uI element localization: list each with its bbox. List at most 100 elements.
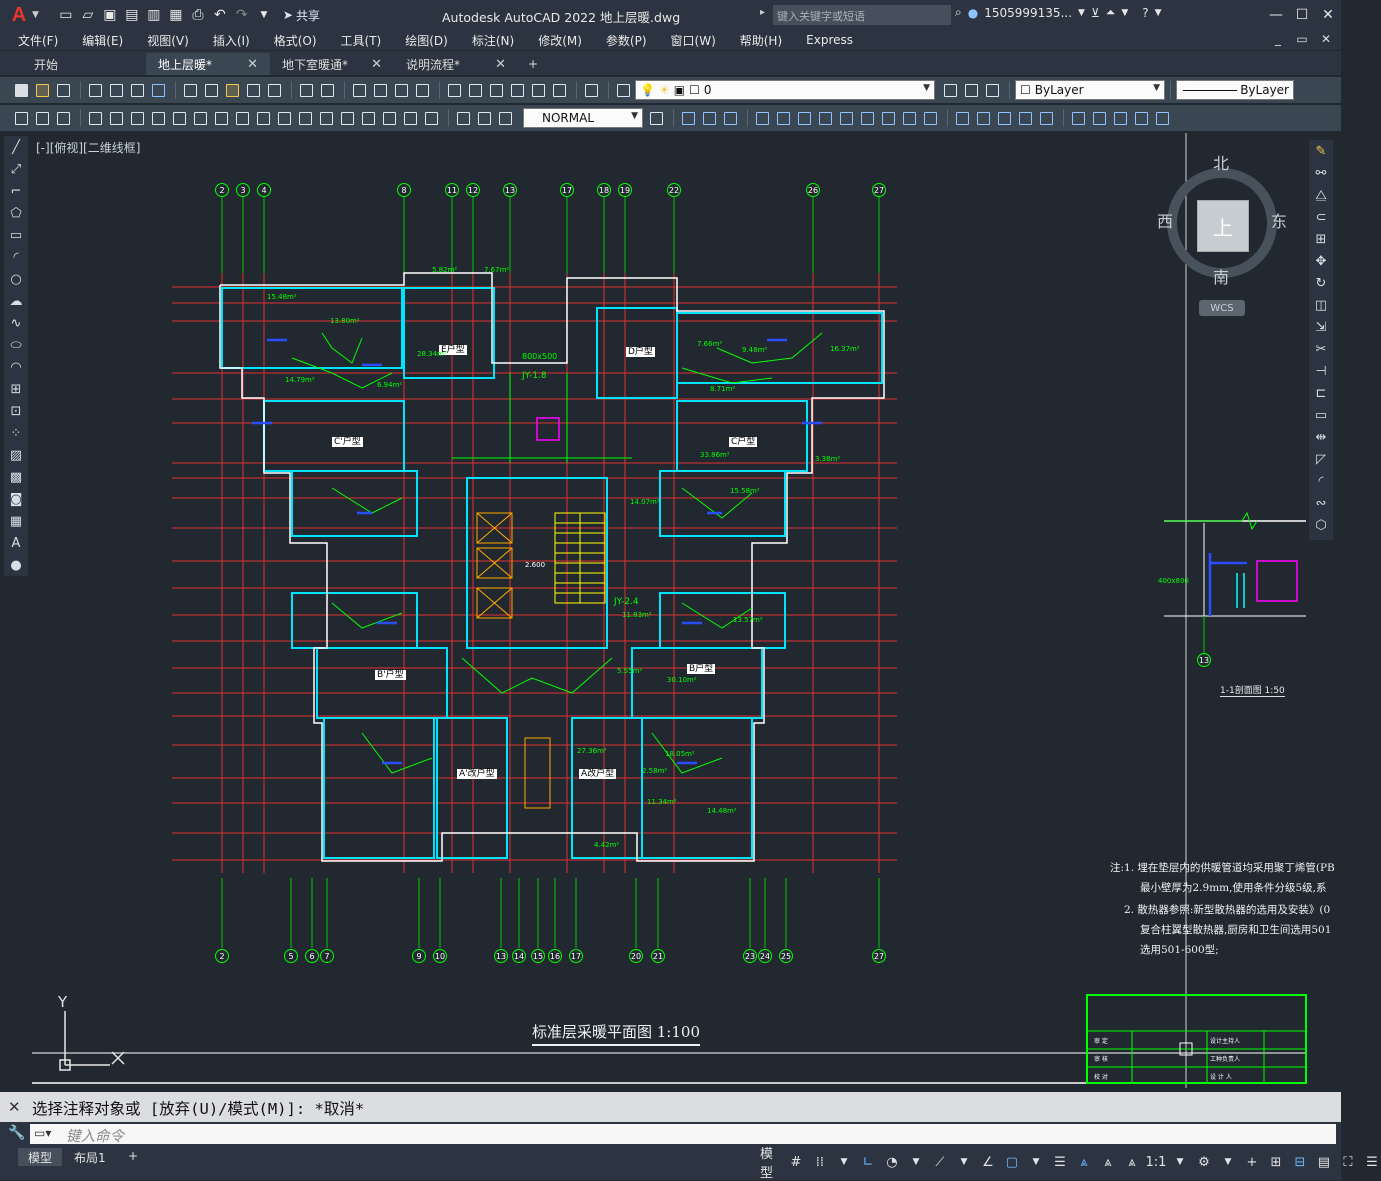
redo-icon[interactable] (318, 81, 337, 100)
dimension-style-icon[interactable] (647, 109, 666, 128)
hatch-icon[interactable]: ▨ (9, 447, 23, 463)
tab-ground-heating[interactable]: 地上层暖*✕ (146, 53, 270, 75)
menu-help[interactable]: 帮助(H) (739, 33, 783, 48)
line-icon[interactable]: ╱ (12, 139, 20, 155)
break-at-point-icon[interactable]: ⊏ (1315, 385, 1327, 401)
sheet-set-icon[interactable] (508, 81, 527, 100)
layer-properties-icon[interactable] (614, 81, 633, 100)
user-chevron-icon[interactable]: ▼ (1078, 7, 1085, 18)
group-edit-icon[interactable] (1111, 109, 1130, 128)
grid-icon[interactable]: # (790, 1154, 802, 1170)
search-icon[interactable]: ⌕ (955, 5, 962, 19)
wcs-menu[interactable]: WCS (1199, 300, 1245, 316)
inspection-icon[interactable] (401, 109, 420, 128)
open-web-icon[interactable]: ▥ (147, 7, 161, 23)
polygon-icon[interactable]: ⬠ (10, 205, 22, 221)
trim-icon[interactable]: ✂ (1315, 341, 1327, 357)
object-snap-icon[interactable]: ▢ (1005, 1154, 1019, 1170)
angular-dimension-icon[interactable] (233, 109, 252, 128)
rotate-icon[interactable]: ↻ (1315, 275, 1327, 291)
viewcube[interactable]: 北 南 西 东 上 WCS (1157, 148, 1287, 318)
move-icon[interactable]: ✥ (1315, 253, 1327, 269)
insert-block-icon[interactable]: ⊞ (10, 381, 22, 397)
customize-status-icon[interactable]: ☰ (1366, 1154, 1378, 1170)
menu-format[interactable]: 格式(O) (273, 33, 317, 48)
make-block-icon[interactable]: ⊡ (10, 403, 22, 419)
units-icon[interactable]: ⊞ (1270, 1154, 1282, 1170)
fullscreen-icon[interactable]: ⛶ (1343, 1154, 1353, 1170)
layer-dropdown[interactable]: 💡 ☀ ▣ ☐ 0 ▼ (635, 80, 935, 100)
tool-palettes-icon[interactable] (487, 81, 506, 100)
arc-icon[interactable]: ◜ (13, 249, 19, 265)
tolerance-icon[interactable] (359, 109, 378, 128)
a360-chevron-icon[interactable]: ▼ (1121, 7, 1129, 18)
redo-icon[interactable]: ↷ (236, 7, 248, 23)
workspace-gear-icon[interactable]: ⚙ (1198, 1154, 1210, 1170)
command-input[interactable]: ▭▾ 键入命令 (30, 1124, 1336, 1145)
save-as-icon[interactable]: ▤ (125, 7, 139, 23)
offset-icon[interactable] (721, 109, 740, 128)
menu-express[interactable]: Express (806, 33, 853, 47)
zoom-window-icon[interactable] (392, 81, 411, 100)
spline-icon[interactable]: ∿ (10, 315, 22, 331)
stretch-icon[interactable] (837, 109, 856, 128)
move-icon[interactable] (774, 109, 793, 128)
scale-icon[interactable]: ◫ (1314, 297, 1328, 313)
copy-object-icon[interactable] (679, 109, 698, 128)
explode-icon[interactable] (1016, 109, 1035, 128)
draworder-icon[interactable] (1037, 109, 1056, 128)
annotation-scale-value[interactable]: 1:1 (1145, 1154, 1167, 1170)
undo-icon[interactable] (297, 81, 316, 100)
match-properties-icon[interactable] (244, 81, 263, 100)
baseline-dimension-icon[interactable] (275, 109, 294, 128)
copy-icon[interactable] (202, 81, 221, 100)
scale-chevron-icon[interactable]: ▼ (1176, 1157, 1184, 1167)
edit-spline-icon[interactable] (54, 109, 73, 128)
ordinate-dimension-icon[interactable] (149, 109, 168, 128)
annotation-scale-icon[interactable]: ⩓ (1128, 1154, 1136, 1170)
dimension-update-icon[interactable] (496, 109, 515, 128)
add-selected-icon[interactable]: ● (10, 557, 22, 573)
offset-icon[interactable]: ⊂ (1315, 209, 1327, 225)
new-file-icon[interactable]: ▭ (59, 7, 73, 23)
isolate-objects-icon[interactable]: ▤ (1317, 1154, 1331, 1170)
close-tab-icon[interactable]: ✕ (495, 56, 506, 72)
ungroup-icon[interactable] (1090, 109, 1109, 128)
viewcube-east[interactable]: 东 (1271, 212, 1288, 231)
customize-chevron-icon[interactable]: ▼ (260, 10, 268, 20)
aligned-dimension-icon[interactable] (107, 109, 126, 128)
blend-icon[interactable] (995, 109, 1014, 128)
properties-icon[interactable] (445, 81, 464, 100)
polar-chevron-icon[interactable]: ▼ (912, 1157, 920, 1167)
arc-length-icon[interactable] (128, 109, 147, 128)
fillet-icon[interactable] (974, 109, 993, 128)
osnap-chevron-icon[interactable]: ▼ (1032, 1157, 1040, 1167)
break-icon[interactable]: ▭ (1314, 407, 1328, 423)
iso-chevron-icon[interactable]: ▼ (960, 1157, 968, 1167)
plot-icon[interactable]: ⎙ (192, 7, 204, 23)
circle-icon[interactable]: ○ (10, 271, 22, 287)
viewcube-compass-ring[interactable] (1167, 168, 1277, 278)
quick-dimension-icon[interactable] (254, 109, 273, 128)
lineweight-icon[interactable]: ☰ (1054, 1154, 1066, 1170)
continue-dimension-icon[interactable] (296, 109, 315, 128)
mirror-icon[interactable] (700, 109, 719, 128)
menu-parameter[interactable]: 参数(P) (605, 33, 647, 48)
menu-tools[interactable]: 工具(T) (340, 33, 382, 48)
cart-icon[interactable]: ⊻ (1090, 5, 1100, 20)
color-dropdown[interactable]: ☐ ByLayer ▼ (1015, 80, 1165, 100)
tab-layout1[interactable]: 布局1 (74, 1151, 106, 1165)
blend-curves-icon[interactable]: ∾ (1315, 495, 1327, 511)
close-button[interactable]: ✕ (1322, 7, 1334, 23)
open-icon[interactable] (33, 81, 52, 100)
dimension-edit-icon[interactable] (454, 109, 473, 128)
autocad-logo-icon[interactable]: A (11, 3, 27, 26)
edit-polyline-icon[interactable] (33, 109, 52, 128)
close-command-line-icon[interactable]: ✕ (8, 1098, 21, 1116)
markup-icon[interactable] (529, 81, 548, 100)
menu-file[interactable]: 文件(F) (18, 33, 59, 48)
doc-close-button[interactable]: ✕ (1320, 32, 1332, 46)
doc-minimize-button[interactable]: _ (1275, 32, 1281, 46)
publish-icon[interactable] (128, 81, 147, 100)
text-style-dropdown[interactable]: NORMAL ▼ (523, 108, 643, 128)
